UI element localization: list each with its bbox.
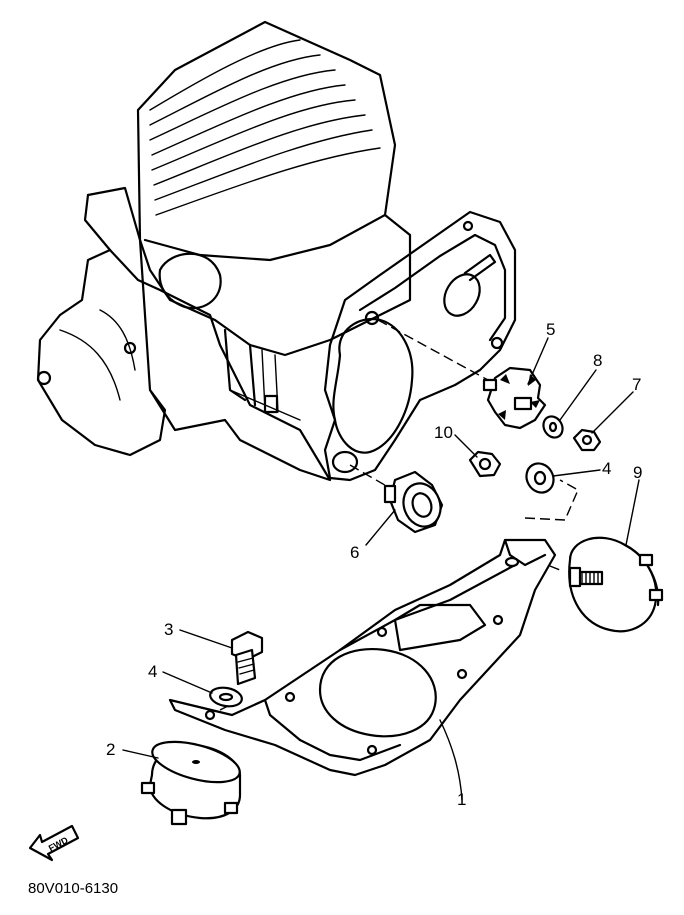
part-label-9: 9	[633, 463, 642, 482]
part-4-washer-upper	[525, 462, 555, 494]
part-labels: 1 2 3 4 4 5 6 7 8 9 10	[106, 320, 642, 809]
part-7-nut	[572, 428, 602, 452]
part-5-sprocket	[482, 366, 547, 430]
part-label-10: 10	[434, 423, 453, 442]
part-label-3: 3	[164, 620, 173, 639]
part-label-1: 1	[457, 790, 466, 809]
diagram-code: 80V010-6130	[28, 880, 118, 897]
part-label-2: 2	[106, 740, 115, 759]
part-label-6: 6	[350, 543, 359, 562]
leader-lines	[122, 337, 640, 801]
part-4-washer-lower	[209, 686, 243, 708]
part-label-4-lower: 4	[148, 662, 157, 681]
engine-assembly	[36, 20, 412, 482]
part-6-bushing	[383, 470, 444, 534]
part-label-4-upper: 4	[602, 459, 611, 478]
fwd-arrow-icon: FWD	[28, 824, 80, 862]
part-9-damper	[568, 536, 664, 633]
part-1-mounting-plate	[168, 538, 557, 777]
part-3-bolt	[230, 630, 264, 686]
part-label-7: 7	[632, 375, 641, 394]
gearbox-cover	[323, 210, 517, 482]
part-8-washer	[542, 415, 564, 439]
part-2-damper	[140, 740, 242, 826]
part-label-5: 5	[546, 320, 555, 339]
part-label-8: 8	[593, 351, 602, 370]
part-10-nut	[468, 450, 502, 478]
